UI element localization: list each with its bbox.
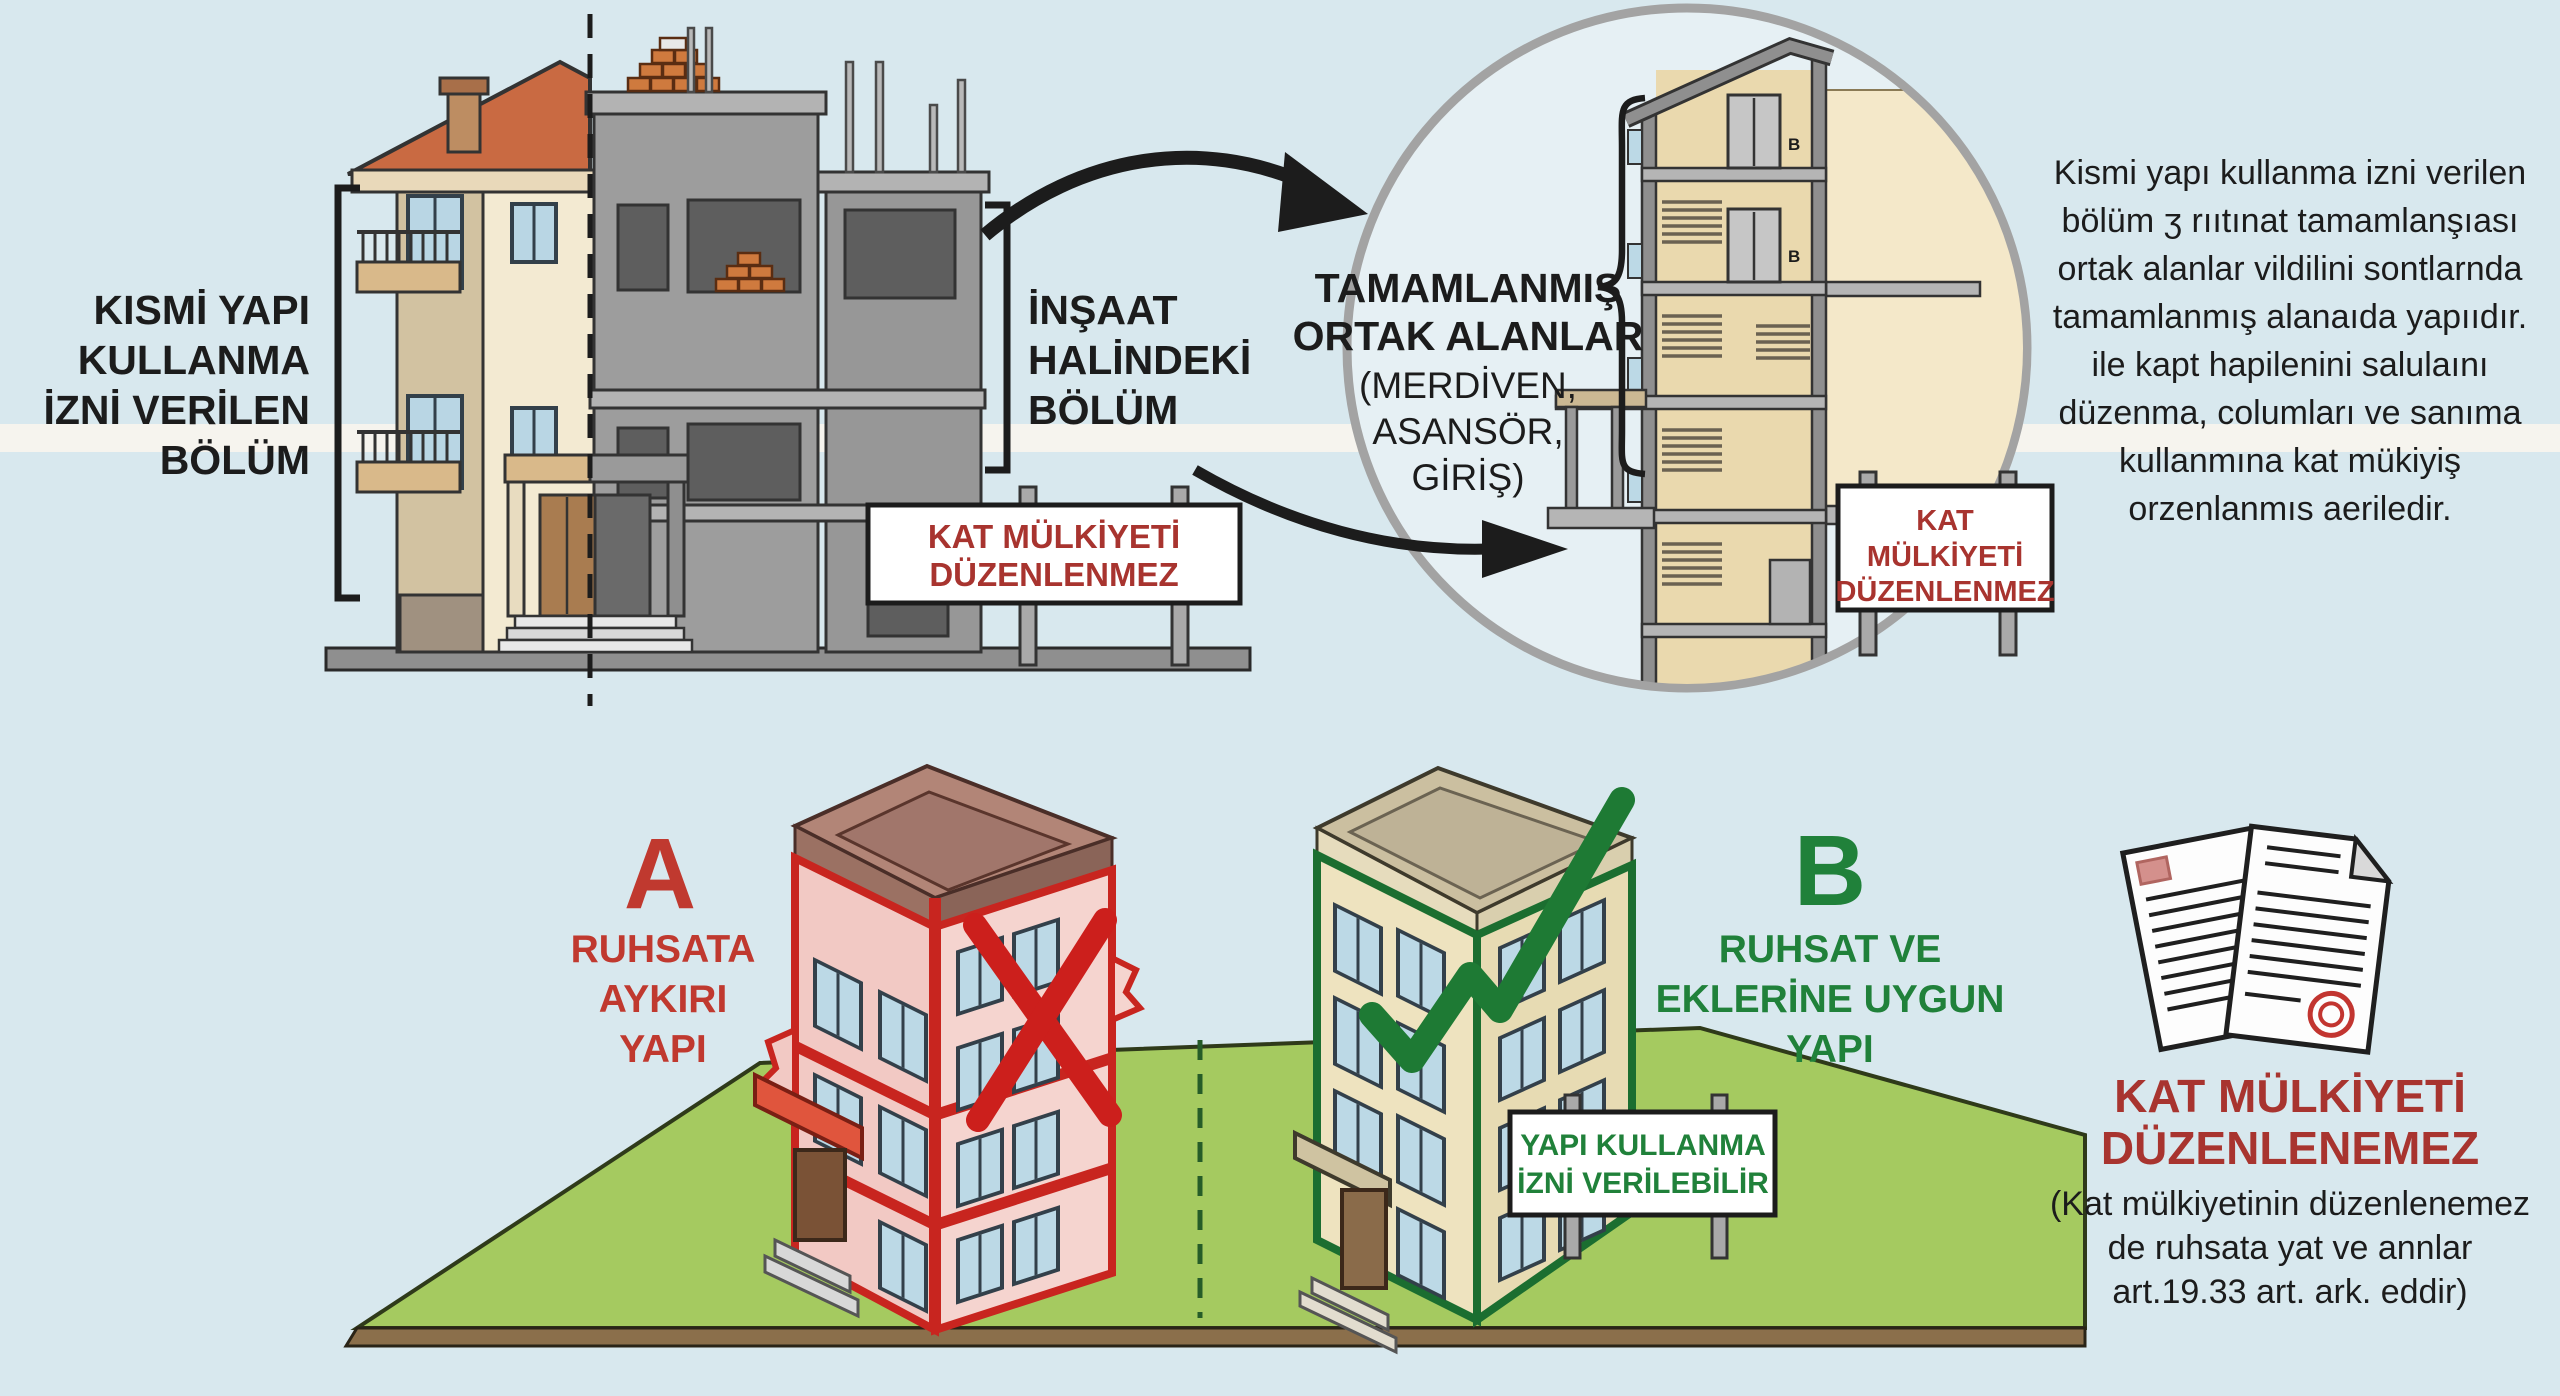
- awning: [753, 1071, 864, 1162]
- balcony: [355, 430, 462, 494]
- paragraph-line: ortak alanlar vildilini sontlarnda: [2058, 250, 2523, 288]
- note-line: (Kat mülkiyetinin düzenlenemez: [2050, 1185, 2530, 1223]
- label-line: İZNİ VERİLEN: [43, 387, 310, 433]
- elevator-icon: B: [1726, 207, 1800, 284]
- sign-text: KAT: [1916, 505, 1974, 537]
- label-line: TAMAMLANMIŞ: [1315, 265, 1622, 311]
- stamp-icon: [2135, 855, 2173, 886]
- sign-no-condominium-1: KAT MÜLKİYETİ DÜZENLENMEZ: [865, 485, 1243, 667]
- label-b: B RUHSAT VE EKLERİNE UYGUN YAPI: [1656, 815, 2005, 1071]
- label-permitted-section: KISMİ YAPI KULLANMA İZNİ VERİLEN BÖLÜM: [43, 287, 310, 483]
- arrow-to-sign-icon: [1192, 465, 1568, 578]
- label-line: YAPI: [1786, 1028, 1873, 1071]
- verdict-line: KAT MÜLKİYETİ: [2114, 1070, 2466, 1122]
- lawn-edge: [343, 1326, 2087, 1348]
- label-a-letter: A: [624, 818, 696, 930]
- door: [1340, 1188, 1388, 1290]
- note-line: art.19.33 art. ark. eddir): [2112, 1273, 2467, 1311]
- label-b-letter: B: [1794, 815, 1866, 927]
- label-common-areas: TAMAMLANMIŞ ORTAK ALANLAR (MERDİVEN, ASA…: [1293, 265, 1644, 498]
- label-line: ASANSÖR,: [1372, 411, 1563, 452]
- paragraph-note: Kismi yapı kullanma izni verilen bölüm ʒ…: [2053, 154, 2527, 528]
- verdict-title: KAT MÜLKİYETİ DÜZENLENEMEZ: [2101, 1070, 2479, 1174]
- awning: [1293, 1129, 1392, 1209]
- entrance-porch: [497, 453, 694, 654]
- paragraph-line: Kismi yapı kullanma izni verilen: [2054, 154, 2526, 192]
- verdict-line: DÜZENLENEMEZ: [2101, 1122, 2479, 1174]
- building-a-noncompliant: [753, 763, 1145, 1337]
- paragraph-line: bölüm ʒ rııtınat tamamlanşıası: [2062, 202, 2519, 240]
- note-line: de ruhsata yat ve annlar: [2108, 1229, 2473, 1267]
- label-under-construction: İNŞAAT HALİNDEKİ BÖLÜM: [1028, 287, 1251, 433]
- balcony: [355, 230, 462, 294]
- elevator-icon: B: [1726, 93, 1800, 170]
- arrow-to-inset-icon: [980, 150, 1368, 241]
- label-line: BÖLÜM: [160, 437, 310, 483]
- sign-text: DÜZENLENMEZ: [929, 556, 1178, 593]
- label-line: RUHSAT VE: [1719, 928, 1941, 971]
- brace-icon: [1597, 94, 1646, 478]
- verdict-note: (Kat mülkiyetinin düzenlenemez de ruhsat…: [2050, 1185, 2530, 1311]
- paragraph-line: tamamlanmış alanaıda yapııdır.: [2053, 298, 2527, 336]
- label-line: KISMİ YAPI: [94, 287, 310, 333]
- paragraph-line: ile kapt hapilenini salulaını: [2092, 346, 2489, 384]
- building-completed-half: [347, 59, 599, 654]
- steps: [1298, 1275, 1398, 1355]
- sign-text: İZNİ VERİLEBİLİR: [1517, 1167, 1769, 1200]
- paragraph-line: düzenma, columları ve sanıma: [2059, 394, 2522, 432]
- bracket-right-icon: [985, 201, 1011, 474]
- seal-icon: [2307, 990, 2355, 1038]
- label-line: ORTAK ALANLAR: [1293, 313, 1644, 359]
- sign-text: KAT MÜLKİYETİ: [928, 518, 1180, 555]
- sign-occupancy-permit: YAPI KULLANMA İZNİ VERİLEBİLİR: [1507, 1093, 1778, 1260]
- sign-text: MÜLKİYETİ: [1867, 540, 2023, 573]
- label-line: BÖLÜM: [1028, 387, 1178, 433]
- label-line: GİRİŞ): [1411, 457, 1524, 498]
- elevator-button-label: B: [1788, 247, 1800, 266]
- bracket-left-icon: [334, 184, 360, 602]
- label-line: AYKIRI: [599, 978, 728, 1021]
- paragraph-line: orzenlanmıs aeriledir.: [2128, 490, 2451, 528]
- label-line: HALİNDEKİ: [1028, 337, 1251, 383]
- elevator-button-label: B: [1788, 135, 1800, 154]
- label-line: KULLANMA: [78, 337, 310, 383]
- label-line: İNŞAAT: [1028, 287, 1178, 333]
- check-mark-icon: [1359, 787, 1635, 1073]
- label-line: RUHSATA: [571, 928, 756, 971]
- door: [593, 493, 652, 618]
- sign-no-condominium-2: KAT MÜLKİYETİ DÜZENLENMEZ: [1835, 470, 2055, 657]
- x-mark-icon: [963, 908, 1122, 1132]
- brick-pile-icon: [714, 251, 786, 293]
- label-line: EKLERİNE UYGUN: [1656, 978, 2005, 1021]
- label-line: (MERDİVEN,: [1359, 365, 1577, 406]
- sign-text: DÜZENLENMEZ: [1835, 575, 2054, 608]
- bottom-panel: YAPI KULLANMA İZNİ VERİLEBİLİR A RUHSATA…: [343, 763, 2530, 1355]
- label-line: YAPI: [619, 1028, 706, 1071]
- label-a: A RUHSATA AYKIRI YAPI: [571, 818, 756, 1071]
- sign-text: YAPI KULLANMA: [1520, 1129, 1766, 1162]
- cornice: [350, 168, 599, 194]
- steps: [763, 1237, 860, 1319]
- crack-bulge: [756, 1025, 798, 1101]
- top-panel: KISMİ YAPI KULLANMA İZNİ VERİLEN BÖLÜM İ…: [43, 3, 2527, 706]
- paragraph-line: kullanmına kat mükiyiş: [2119, 442, 2461, 480]
- door: [793, 1148, 847, 1242]
- chimney-icon: [446, 90, 482, 154]
- rebar-icon: [686, 26, 967, 174]
- stairs-icon: [1662, 200, 1810, 586]
- crack-bulge: [1109, 953, 1145, 1025]
- building-construction-half: [584, 26, 991, 654]
- documents-icon: [2119, 823, 2394, 1055]
